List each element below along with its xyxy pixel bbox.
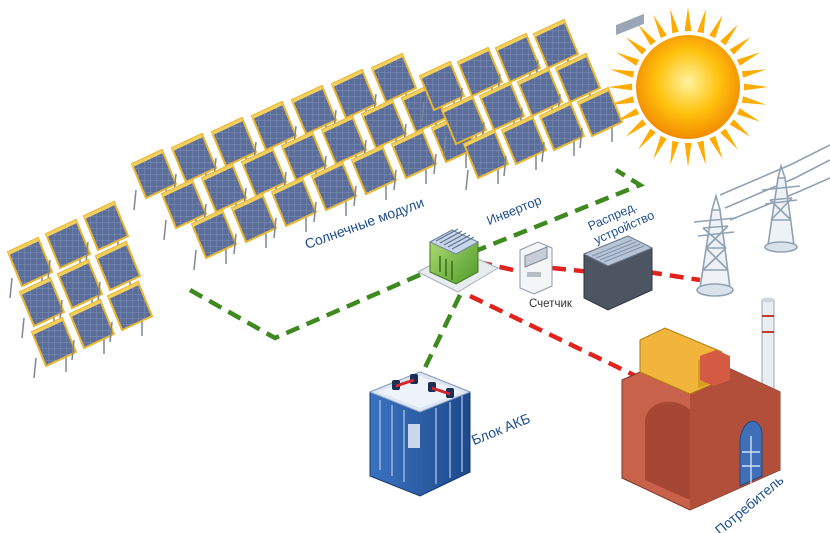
ac-link-grid (647, 269, 701, 283)
dc-links (188, 168, 645, 379)
dc-link-battery (417, 294, 463, 379)
meter-label: Счетчик (529, 298, 572, 310)
power-tower-icon (693, 144, 830, 297)
sun-icon (608, 7, 768, 167)
meter-icon (519, 241, 553, 295)
solar-panel-icon (6, 18, 624, 379)
dc-link-modules (188, 263, 441, 341)
dc-link-right-array (472, 168, 645, 255)
factory-icon (621, 297, 781, 511)
battery-icon (368, 371, 472, 497)
ac-link-consumer (469, 293, 641, 381)
distribution-unit-icon (582, 13, 654, 311)
inverter-icon (416, 228, 500, 293)
